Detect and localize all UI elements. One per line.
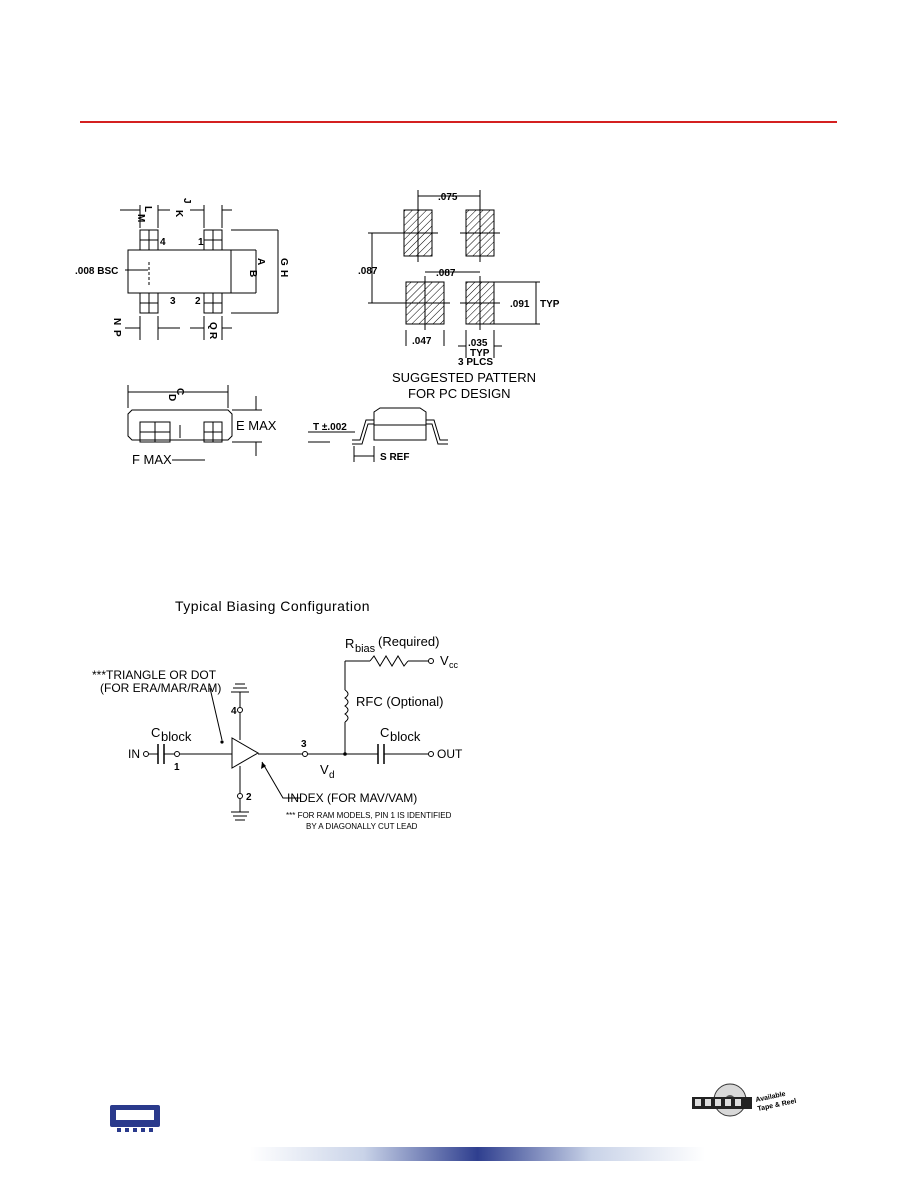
dim-035: .035 [468, 338, 488, 349]
top-view-outline [120, 205, 279, 340]
dim-M: M [135, 214, 146, 222]
in-terminal [143, 751, 149, 757]
out-terminal [428, 751, 434, 757]
rfc-inductor [344, 689, 349, 723]
e-max-label: E MAX [236, 418, 277, 433]
dim-091: .091 [510, 299, 530, 310]
in-label: IN [128, 747, 140, 761]
bias-labels: R bias (Required) V cc RFC (Optional) **… [92, 634, 463, 831]
side-body [127, 409, 233, 441]
dim-P: P [111, 330, 122, 337]
biasing-title: Typical Biasing Configuration [175, 598, 370, 614]
pin3-label: 3 [301, 739, 307, 750]
dim-047: .047 [412, 336, 432, 347]
pad-pattern [368, 190, 540, 358]
triangle-note-2: (FOR ERA/MAR/RAM) [100, 681, 221, 695]
amplifier-triangle [231, 737, 260, 769]
f-max-label: F MAX [132, 452, 172, 467]
index-arrow [261, 762, 266, 769]
t-tol-label: T ±.002 [313, 422, 347, 433]
rfc-label: RFC (Optional) [356, 694, 443, 709]
vcc-terminal [428, 658, 434, 664]
pin1-label: 1 [174, 762, 180, 773]
dim-087-left: .087 [358, 266, 378, 277]
end-view-labels: T ±.002 S REF [313, 422, 409, 463]
pattern-caption-2: FOR PC DESIGN [408, 386, 511, 401]
pin-label-4: 4 [160, 237, 166, 248]
bsc-label: .008 BSC [75, 266, 118, 277]
cblock-out-sub: block [390, 729, 421, 744]
package-body [127, 249, 232, 294]
dim-035-typ: TYP [470, 348, 490, 359]
pin2-label: 2 [246, 792, 252, 803]
pattern-caption-1: SUGGESTED PATTERN [392, 370, 536, 385]
pin-label-1: 1 [198, 237, 204, 248]
rbias-note: (Required) [378, 634, 439, 649]
dim-A: A [255, 258, 266, 265]
junction-dot [343, 752, 347, 756]
rbias-r: R [345, 636, 354, 651]
rbias-sub: bias [355, 643, 376, 655]
rbias-resistor [369, 655, 409, 667]
triangle-dot [220, 740, 224, 744]
index-label: INDEX (FOR MAV/VAM) [287, 791, 417, 805]
dim-H: H [278, 270, 289, 277]
dim-R: R [207, 332, 218, 340]
side-view-labels: C D E MAX F MAX [132, 388, 277, 467]
dim-087-mid: .087 [436, 268, 456, 279]
dim-091-typ: TYP [540, 299, 560, 310]
cblock-out-c: C [380, 725, 389, 740]
dim-3plcs: 3 PLCS [458, 357, 493, 368]
pin-label-2: 2 [195, 296, 201, 307]
bias-schematic [143, 655, 434, 821]
vcc-v: V [440, 653, 449, 668]
dim-Q: Q [207, 322, 218, 330]
side-view-outline [127, 385, 262, 461]
pattern-labels: .075 .087 .087 .091 TYP .047 .035 TYP 3 … [358, 192, 560, 401]
footer-gradient-bar [250, 1147, 705, 1161]
end-view-outline [308, 407, 448, 462]
cblock-in-sub: block [161, 729, 192, 744]
vd-sub: d [329, 770, 335, 781]
header-rule [80, 121, 837, 123]
s-ref-label: S REF [380, 452, 409, 463]
triangle-note-1: ***TRIANGLE OR DOT [92, 668, 217, 682]
dim-B: B [247, 270, 258, 277]
end-body-top [373, 407, 427, 425]
dim-D: D [166, 394, 177, 401]
dim-N: N [111, 318, 122, 325]
vd-v: V [320, 762, 329, 777]
vcc-sub: cc [449, 660, 459, 670]
cblock-in-c: C [151, 725, 160, 740]
dim-C: C [174, 388, 185, 395]
ram-note-2: BY A DIAGONALLY CUT LEAD [306, 822, 418, 831]
tape-reel-badge: Available Tape & Reel [692, 1083, 797, 1117]
ram-note-1: *** FOR RAM MODELS, PIN 1 IS IDENTIFIED [286, 811, 452, 820]
brand-logo [110, 1105, 160, 1132]
dim-L: L [142, 206, 153, 212]
pin4-label: 4 [231, 706, 237, 717]
dim-K: K [173, 210, 184, 218]
out-label: OUT [437, 747, 463, 761]
top-view-labels: 4 1 3 2 .008 BSC L M J K A B G H N P Q R [75, 198, 289, 340]
dim-G: G [278, 258, 289, 266]
dim-075: .075 [438, 192, 458, 203]
pin-label-3: 3 [170, 296, 176, 307]
dim-J: J [181, 198, 192, 204]
